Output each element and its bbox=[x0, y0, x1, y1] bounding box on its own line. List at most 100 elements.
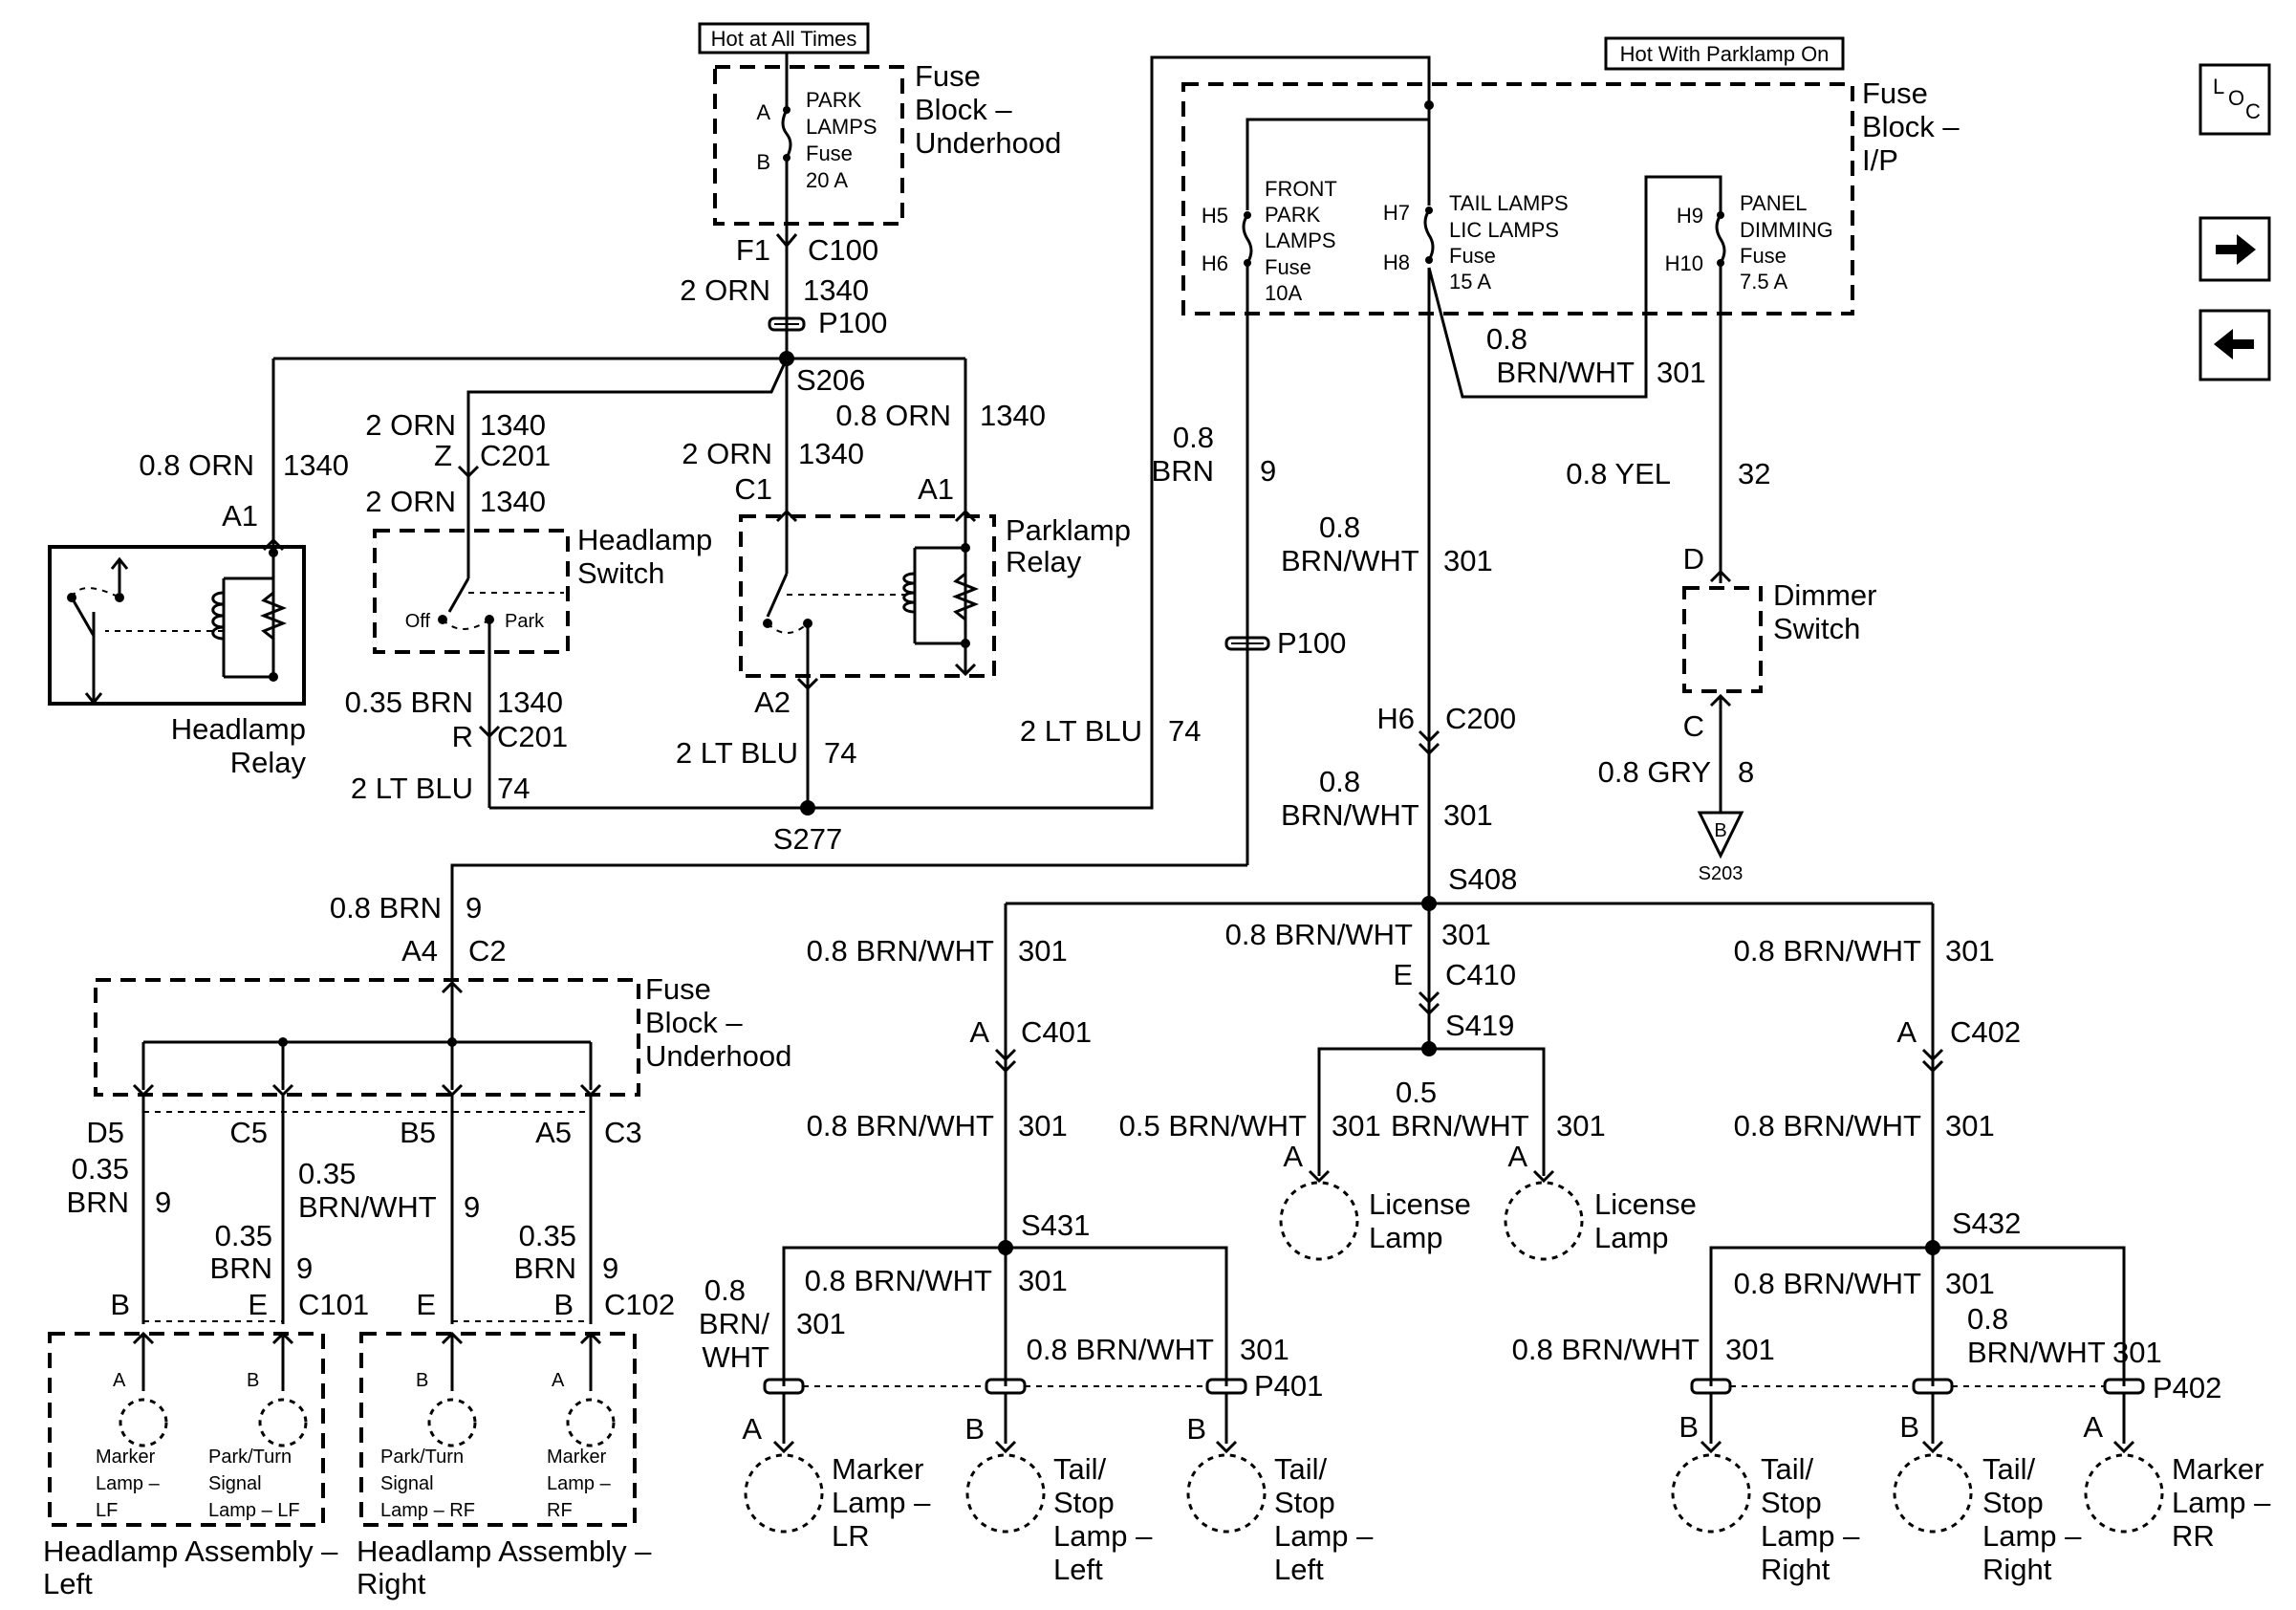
svg-text:Relay: Relay bbox=[1006, 545, 1082, 578]
svg-text:C3: C3 bbox=[604, 1116, 642, 1149]
locator-badge[interactable]: L O C bbox=[2199, 63, 2271, 136]
svg-text:1340: 1340 bbox=[480, 408, 546, 442]
svg-text:Signal: Signal bbox=[380, 1473, 434, 1494]
svg-text:301: 301 bbox=[1657, 356, 1706, 389]
svg-text:9: 9 bbox=[155, 1186, 171, 1219]
svg-text:301: 301 bbox=[2112, 1336, 2162, 1369]
marker-lamp-lr: A Marker Lamp – LR bbox=[742, 1412, 931, 1553]
svg-text:S432: S432 bbox=[1952, 1207, 2021, 1240]
svg-text:Block –: Block – bbox=[1862, 110, 1960, 143]
svg-text:Parklamp: Parklamp bbox=[1006, 513, 1131, 547]
svg-text:Right: Right bbox=[1761, 1553, 1830, 1586]
svg-text:Block –: Block – bbox=[645, 1006, 743, 1039]
svg-text:Underhood: Underhood bbox=[645, 1039, 791, 1073]
svg-text:Switch: Switch bbox=[577, 556, 664, 590]
svg-text:P100: P100 bbox=[818, 306, 887, 339]
svg-text:C201: C201 bbox=[480, 439, 551, 472]
svg-text:Lamp – RF: Lamp – RF bbox=[380, 1500, 475, 1521]
svg-text:B: B bbox=[1714, 820, 1726, 841]
svg-text:H6: H6 bbox=[1376, 702, 1415, 735]
svg-text:Switch: Switch bbox=[1773, 612, 1860, 645]
svg-text:A5: A5 bbox=[535, 1116, 572, 1149]
svg-text:Left: Left bbox=[1274, 1553, 1324, 1586]
svg-text:Fuse: Fuse bbox=[645, 972, 711, 1006]
svg-text:E: E bbox=[416, 1288, 436, 1321]
svg-text:A: A bbox=[1507, 1140, 1527, 1173]
svg-text:C410: C410 bbox=[1445, 958, 1516, 991]
svg-text:301: 301 bbox=[1945, 1267, 1995, 1300]
svg-text:P100: P100 bbox=[1277, 626, 1346, 660]
svg-text:0.8 BRN/WHT: 0.8 BRN/WHT bbox=[1027, 1333, 1214, 1366]
svg-text:LAMPS: LAMPS bbox=[1265, 228, 1336, 252]
svg-text:Lamp –: Lamp – bbox=[547, 1473, 612, 1494]
svg-text:A: A bbox=[113, 1370, 126, 1391]
svg-text:9: 9 bbox=[296, 1251, 313, 1285]
svg-text:9: 9 bbox=[464, 1190, 480, 1224]
svg-text:WHT: WHT bbox=[702, 1340, 769, 1374]
svg-text:O: O bbox=[2228, 86, 2244, 110]
svg-text:301: 301 bbox=[1018, 1264, 1068, 1297]
svg-text:2 LT BLU: 2 LT BLU bbox=[1020, 714, 1142, 748]
svg-text:2 ORN: 2 ORN bbox=[365, 408, 456, 442]
svg-text:0.8 BRN/WHT: 0.8 BRN/WHT bbox=[807, 1109, 994, 1142]
svg-text:Fuse: Fuse bbox=[1449, 244, 1496, 268]
svg-text:301: 301 bbox=[1556, 1109, 1606, 1142]
svg-text:BRN: BRN bbox=[1152, 454, 1214, 488]
svg-text:S419: S419 bbox=[1445, 1009, 1514, 1042]
svg-text:0.8 BRN/WHT: 0.8 BRN/WHT bbox=[1734, 1267, 1921, 1300]
svg-text:LR: LR bbox=[832, 1519, 870, 1553]
svg-text:A1: A1 bbox=[222, 499, 258, 533]
right-arrow-icon[interactable] bbox=[2199, 216, 2271, 282]
banner-hot-at-all-times: Hot at All Times bbox=[698, 22, 870, 54]
svg-text:Stop: Stop bbox=[1274, 1486, 1335, 1519]
svg-text:301: 301 bbox=[796, 1307, 846, 1340]
svg-text:B: B bbox=[964, 1412, 985, 1446]
fuse-block-ip: Fuse Block – I/P H5 H6 FRONT PARK LAMPS … bbox=[1181, 76, 1960, 399]
svg-text:B5: B5 bbox=[400, 1116, 436, 1149]
svg-text:Dimmer: Dimmer bbox=[1773, 578, 1877, 612]
svg-text:0.8: 0.8 bbox=[1967, 1302, 2008, 1336]
svg-text:Marker: Marker bbox=[832, 1452, 923, 1486]
svg-text:Hot With Parklamp On: Hot With Parklamp On bbox=[1620, 42, 1830, 66]
svg-text:B: B bbox=[1899, 1410, 1919, 1444]
svg-text:301: 301 bbox=[1945, 934, 1995, 968]
svg-text:B: B bbox=[1186, 1412, 1206, 1446]
svg-text:H5: H5 bbox=[1202, 204, 1228, 228]
svg-text:BRN/WHT: BRN/WHT bbox=[1967, 1336, 2106, 1369]
svg-text:PANEL: PANEL bbox=[1740, 191, 1808, 215]
svg-text:A: A bbox=[1896, 1015, 1917, 1049]
svg-text:Lamp –: Lamp – bbox=[832, 1486, 931, 1519]
svg-text:0.8: 0.8 bbox=[1173, 421, 1214, 454]
svg-text:Lamp –: Lamp – bbox=[1761, 1519, 1860, 1553]
svg-text:P401: P401 bbox=[1254, 1369, 1323, 1403]
left-arrow-icon[interactable] bbox=[2199, 309, 2271, 381]
svg-text:D5: D5 bbox=[86, 1116, 124, 1149]
tail-stop-lamp-right-1: B Tail/ Stop Lamp – Right bbox=[1671, 1410, 1860, 1586]
marker-lamp-rr: A Marker Lamp – RR bbox=[2083, 1410, 2271, 1553]
svg-text:B: B bbox=[1679, 1410, 1699, 1444]
headlamp-switch: Off Park bbox=[373, 529, 570, 736]
svg-text:Off: Off bbox=[405, 611, 431, 632]
svg-text:Hot at All Times: Hot at All Times bbox=[711, 27, 857, 51]
svg-text:74: 74 bbox=[824, 736, 856, 770]
svg-text:Headlamp Assembly –: Headlamp Assembly – bbox=[357, 1534, 652, 1568]
svg-text:9: 9 bbox=[466, 891, 482, 925]
svg-text:B: B bbox=[553, 1288, 574, 1321]
svg-text:Right: Right bbox=[357, 1567, 426, 1600]
svg-text:C201: C201 bbox=[497, 720, 568, 753]
svg-text:Relay: Relay bbox=[230, 746, 307, 779]
license-lamp-1: A License Lamp bbox=[1279, 1140, 1471, 1261]
svg-text:FRONT: FRONT bbox=[1265, 177, 1337, 201]
svg-text:H9: H9 bbox=[1677, 204, 1703, 228]
svg-text:Z: Z bbox=[434, 439, 452, 472]
svg-text:BRN: BRN bbox=[514, 1251, 576, 1285]
svg-text:A: A bbox=[552, 1370, 565, 1391]
svg-text:A: A bbox=[756, 100, 770, 124]
svg-text:LF: LF bbox=[96, 1500, 118, 1521]
svg-text:BRN/: BRN/ bbox=[699, 1307, 769, 1340]
svg-text:C5: C5 bbox=[229, 1116, 268, 1149]
svg-text:0.8 BRN: 0.8 BRN bbox=[330, 891, 442, 925]
svg-text:C200: C200 bbox=[1445, 702, 1516, 735]
svg-text:Left: Left bbox=[43, 1567, 93, 1600]
svg-text:20 A: 20 A bbox=[806, 168, 848, 192]
